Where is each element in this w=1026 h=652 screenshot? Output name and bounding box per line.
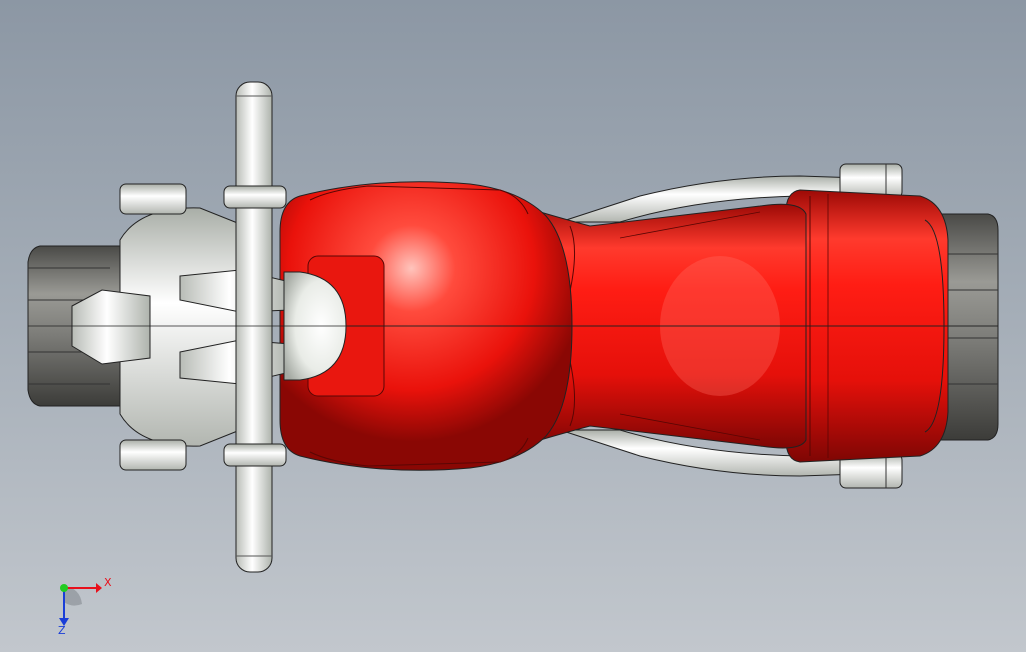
x-axis-label: X	[104, 576, 112, 589]
x-axis-arrow	[96, 583, 102, 593]
z-axis-label: Z	[58, 624, 66, 636]
y-axis-dot	[60, 584, 68, 592]
orientation-triad: X Z	[58, 576, 112, 636]
rear-frame	[559, 163, 903, 489]
handlebar	[223, 81, 287, 573]
z-axis-arrow	[59, 618, 69, 626]
